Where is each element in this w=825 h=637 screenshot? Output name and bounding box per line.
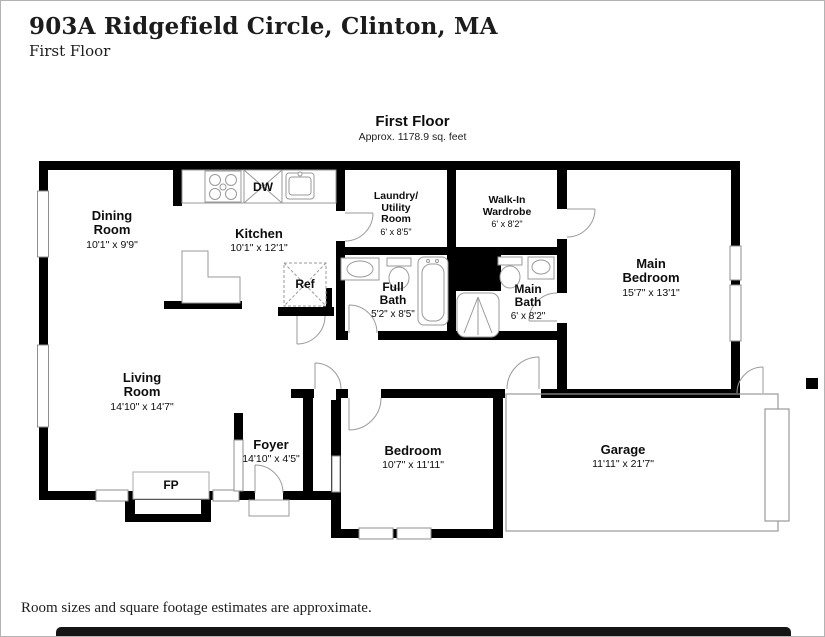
wall-top xyxy=(39,161,740,170)
door-arc xyxy=(344,212,374,242)
room-label-foyer: Foyer 14'10" x 4'5" xyxy=(242,437,300,466)
wall-foyer-connector xyxy=(313,491,335,500)
vanity-sink-icon xyxy=(531,259,551,275)
wall-foyer-right xyxy=(303,398,313,500)
fireplace-label: FP xyxy=(163,478,179,492)
door-arc xyxy=(314,362,342,390)
vanity-sink-icon xyxy=(346,260,374,278)
exterior-stub xyxy=(806,378,818,389)
door-arc xyxy=(506,356,540,390)
wall-bedroom-hall xyxy=(557,161,567,398)
chase-block xyxy=(456,253,501,291)
room-label-bedroom: Bedroom 10'7" x 11'11" xyxy=(382,443,444,472)
garage-door xyxy=(764,408,790,522)
room-label-dining-room: Dining Room 10'1" x 9'9" xyxy=(86,208,138,251)
fireplace-nook-left xyxy=(125,491,135,522)
wall-ref-bottom xyxy=(278,307,334,316)
windows xyxy=(37,190,742,540)
kitchen-island xyxy=(181,250,241,304)
toilet-tank xyxy=(386,257,412,267)
window xyxy=(729,245,742,281)
room-dims: 15'7" x 13'1" xyxy=(622,286,680,299)
room-label-kitchen: Kitchen 10'1" x 12'1" xyxy=(230,226,288,255)
room-dims: 10'7" x 11'11" xyxy=(382,459,444,472)
dishwasher-cross xyxy=(243,169,283,204)
room-label-laundry-utility: Laundry/ Utility Room 6' x 8'5" xyxy=(373,190,419,237)
toilet-tank xyxy=(497,256,523,266)
fixtures xyxy=(132,169,555,517)
door-arc xyxy=(296,315,326,345)
fireplace-icon xyxy=(132,471,210,500)
room-dims: 6' x 8'5" xyxy=(380,226,412,237)
room-dims: 6' x 8'2" xyxy=(510,310,546,322)
door-arc xyxy=(566,208,596,238)
room-label-full-bath: Full Bath 5'2" x 8'5" xyxy=(371,280,415,320)
refrigerator-label: Ref xyxy=(295,277,315,291)
room-label-living-room: Living Room 14'10" x 14'7" xyxy=(110,370,174,413)
room-dims: 10'1" x 9'9" xyxy=(86,238,138,251)
wall-bath-divider xyxy=(447,161,456,339)
room-dims: 6' x 8'2" xyxy=(491,219,523,230)
page-title: 903A Ridgefield Circle, Clinton, MA xyxy=(29,13,498,40)
wall-kitchen-stub xyxy=(173,170,182,206)
window xyxy=(37,344,49,428)
bottom-bar xyxy=(56,627,791,636)
room-label-main-bedroom: Main Bedroom 15'7" x 13'1" xyxy=(622,256,680,299)
plan-title: First Floor xyxy=(375,113,450,130)
wall-left xyxy=(39,161,48,500)
toilet-icon xyxy=(499,265,521,289)
window xyxy=(729,284,742,342)
window xyxy=(212,489,240,502)
disclaimer-text: Room sizes and square footage estimates … xyxy=(21,600,372,616)
room-label-main-bath: Main Bath 6' x 8'2" xyxy=(510,282,546,322)
wall-bedroom-right xyxy=(493,398,503,538)
refrigerator-icon xyxy=(283,262,327,307)
room-dims: 14'10" x 14'7" xyxy=(110,400,174,413)
doors xyxy=(254,208,764,494)
wall-ref-side xyxy=(323,288,332,316)
plan-area: Approx. 1178.9 sq. feet xyxy=(358,131,467,143)
window xyxy=(233,439,244,492)
window xyxy=(396,527,432,540)
wall-foyer-partition xyxy=(234,413,243,440)
fireplace-nook-right xyxy=(201,491,211,522)
room-dims: 10'1" x 12'1" xyxy=(230,242,288,255)
dishwasher-label: DW xyxy=(253,180,273,194)
room-dims: 5'2" x 8'5" xyxy=(371,308,415,320)
window xyxy=(358,527,394,540)
header: 903A Ridgefield Circle, Clinton, MA Firs… xyxy=(29,13,498,60)
toilet-icon xyxy=(388,266,410,290)
wall-laundry-left xyxy=(336,161,345,339)
room-dims: 14'10" x 4'5" xyxy=(242,453,300,466)
plan-header: First Floor Approx. 1178.9 sq. feet xyxy=(1,113,824,143)
wall-kitchen-peninsula xyxy=(164,301,242,309)
page-subtitle: First Floor xyxy=(29,42,111,60)
door-openings xyxy=(255,209,569,502)
room-dims: 11'11" x 21'7" xyxy=(592,458,654,471)
garage-outline xyxy=(505,393,790,532)
window xyxy=(95,489,129,502)
room-label-walk-in-wardrobe: Walk-In Wardrobe 6' x 8'2" xyxy=(482,194,532,230)
door-arc xyxy=(348,304,378,334)
fireplace-nook-bottom xyxy=(125,514,211,522)
door-arc xyxy=(254,464,284,494)
entry-porch xyxy=(248,499,290,517)
door-arc xyxy=(348,397,382,431)
window xyxy=(37,190,49,258)
door-arc xyxy=(528,292,558,322)
door-arc xyxy=(736,366,764,394)
room-label-garage: Garage 11'11" x 21'7" xyxy=(592,442,654,471)
window xyxy=(331,455,341,493)
